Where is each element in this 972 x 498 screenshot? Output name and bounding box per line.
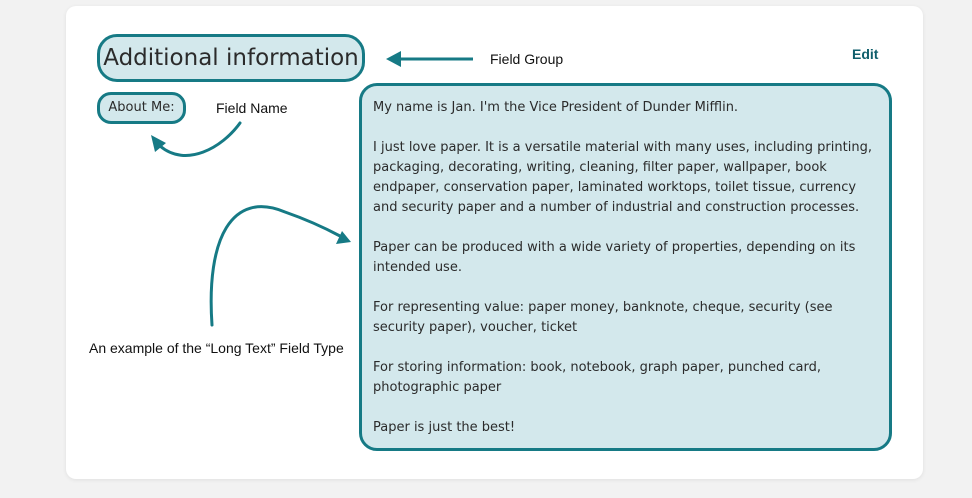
paragraph: My name is Jan. I'm the Vice President o… — [373, 100, 739, 115]
long-text-field-value: My name is Jan. I'm the Vice President o… — [359, 83, 892, 451]
paragraph: Paper is just the best! — [373, 420, 516, 435]
paragraph: For representing value: paper money, ban… — [373, 300, 833, 335]
paragraph: I just love paper. It is a versatile mat… — [373, 140, 872, 215]
annotation-long-text: An example of the “Long Text” Field Type — [89, 340, 344, 356]
paragraph: For storing information: book, notebook,… — [373, 360, 821, 395]
field-group-title: Additional information — [97, 34, 365, 82]
edit-link[interactable]: Edit — [852, 46, 879, 62]
field-name-label: About Me: — [97, 92, 186, 124]
annotation-field-group: Field Group — [490, 51, 564, 67]
annotation-field-name: Field Name — [216, 100, 288, 116]
paragraph: Paper can be produced with a wide variet… — [373, 240, 856, 275]
